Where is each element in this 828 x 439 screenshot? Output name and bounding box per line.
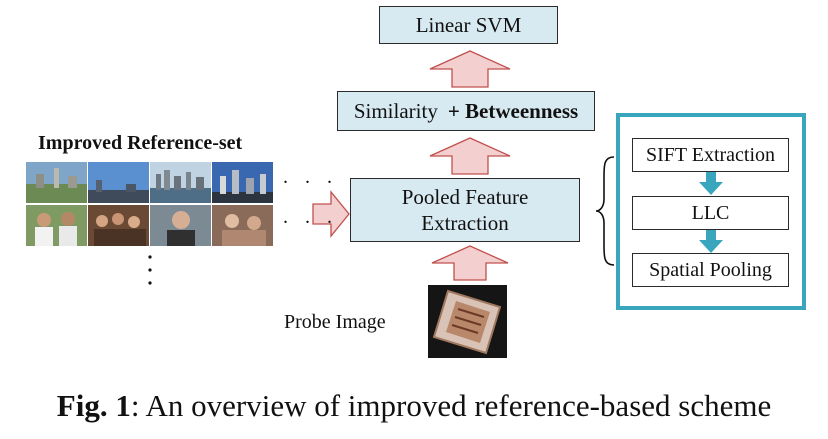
probe-image-label: Probe Image bbox=[284, 311, 386, 333]
figure-caption-text: : An overview of improved reference-base… bbox=[130, 388, 772, 423]
reference-vertical-ellipsis bbox=[148, 255, 152, 285]
reference-image-people-3 bbox=[150, 205, 211, 246]
up-arrow-probe-to-pooled bbox=[431, 245, 509, 281]
reference-image-people-2 bbox=[88, 205, 149, 246]
reference-image-landscape-1 bbox=[26, 162, 87, 203]
curly-brace bbox=[595, 156, 615, 266]
llc-label: LLC bbox=[691, 202, 730, 224]
right-arrow-reference-to-pooled bbox=[312, 190, 350, 238]
spatial-pooling-box: Spatial Pooling bbox=[632, 253, 789, 287]
probe-image bbox=[428, 285, 507, 358]
spatial-pooling-label: Spatial Pooling bbox=[649, 259, 772, 281]
pooled-feature-line2: Extraction bbox=[421, 211, 509, 235]
up-arrow-similarity-to-svm bbox=[429, 50, 511, 88]
pooled-feature-box: Pooled Feature Extraction bbox=[350, 178, 580, 242]
reference-image-landscape-2 bbox=[88, 162, 149, 203]
down-arrow-sift-to-llc bbox=[699, 172, 723, 195]
sift-extraction-box: SIFT Extraction bbox=[632, 138, 789, 172]
figure-number: Fig. 1 bbox=[56, 388, 131, 423]
down-arrow-llc-to-spatial bbox=[699, 230, 723, 253]
reference-image-landscape-4 bbox=[212, 162, 273, 203]
reference-set-title: Improved Reference-set bbox=[38, 132, 243, 154]
reference-image-people-4 bbox=[212, 205, 273, 246]
linear-svm-box: Linear SVM bbox=[379, 6, 558, 44]
reference-row2-ellipsis: . . . bbox=[283, 206, 338, 228]
up-arrow-pooled-to-similarity bbox=[429, 137, 511, 175]
similarity-box: Similarity + Betweenness bbox=[337, 91, 595, 131]
figure-caption: Fig. 1: An overview of improved referenc… bbox=[0, 388, 828, 424]
similarity-label: Similarity bbox=[353, 99, 438, 123]
reference-row1-ellipsis: . . . bbox=[283, 166, 338, 188]
linear-svm-label: Linear SVM bbox=[415, 13, 522, 37]
sift-extraction-label: SIFT Extraction bbox=[645, 144, 776, 166]
pooled-feature-line1: Pooled Feature bbox=[401, 185, 529, 209]
reference-image-landscape-3 bbox=[150, 162, 211, 203]
llc-box: LLC bbox=[632, 196, 789, 230]
reference-image-people-1 bbox=[26, 205, 87, 246]
betweenness-label: + Betweenness bbox=[447, 99, 579, 123]
